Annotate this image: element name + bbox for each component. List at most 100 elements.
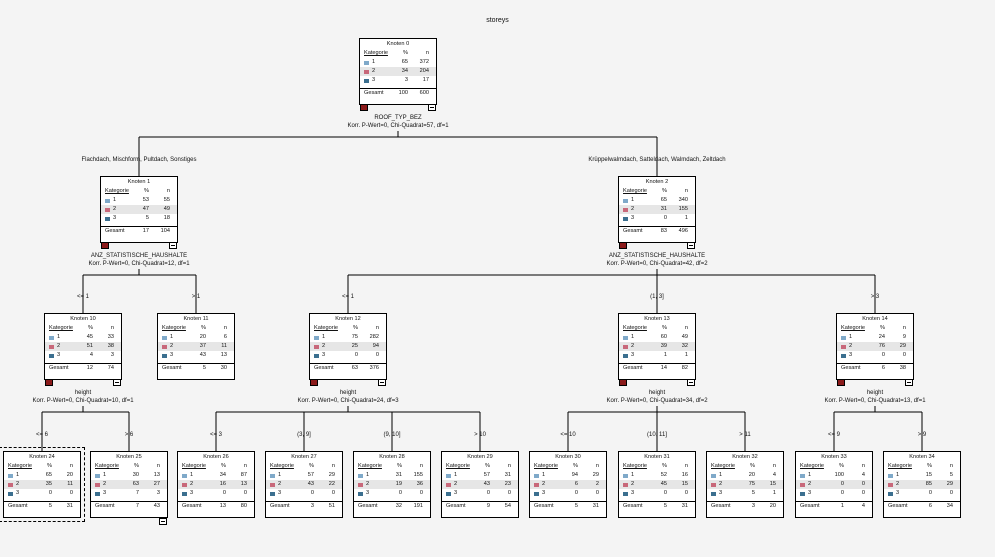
header-category: Kategorie — [619, 187, 653, 196]
collapse-toggle-icon[interactable] — [905, 379, 913, 386]
category-cell: 1 — [360, 58, 394, 67]
category-label: 2 — [849, 343, 853, 349]
category-n: 0 — [69, 490, 73, 496]
category-n: 11 — [67, 481, 73, 487]
category-n: 1 — [772, 490, 776, 496]
category-label: 2 — [896, 481, 900, 487]
category-percent: 47 — [142, 206, 149, 212]
split-statistic: Korr. P-Wert=0, Chi-Quadrat=10, df=1 — [32, 398, 134, 404]
collapse-toggle-icon[interactable] — [159, 518, 167, 525]
branch-label: (10, 11] — [647, 432, 667, 438]
header-category: Kategorie — [91, 462, 125, 471]
category-n: 1 — [684, 352, 688, 358]
total-label: Gesamt — [8, 503, 28, 509]
category-label: 3 — [631, 490, 635, 496]
total-n: 80 — [240, 503, 247, 509]
category-percent: 30 — [132, 472, 139, 478]
collapse-toggle-icon[interactable] — [687, 379, 695, 386]
collapse-toggle-icon[interactable] — [113, 379, 121, 386]
collapse-toggle-icon[interactable] — [378, 379, 386, 386]
category-label: 1 — [170, 334, 174, 340]
header-n: n — [243, 463, 247, 469]
category-cell: 2 — [310, 342, 344, 351]
node-header-row: Kategorie%n — [530, 462, 606, 471]
category-swatch — [623, 482, 628, 487]
header-category-label: Kategorie — [182, 463, 206, 469]
collapse-toggle-icon[interactable] — [428, 104, 436, 111]
split-statistic: Korr. P-Wert=0, Chi-Quadrat=34, df=2 — [606, 398, 708, 404]
header-percent: % — [662, 188, 667, 194]
category-n: 13 — [220, 352, 227, 358]
category-swatch — [8, 473, 13, 478]
category-cell: 2 — [442, 480, 476, 489]
header-percent: % — [880, 325, 885, 331]
category-label: 3 — [542, 490, 546, 496]
collapse-toggle-icon[interactable] — [169, 242, 177, 249]
category-swatch — [49, 335, 54, 340]
node-title: Knoten 2 — [645, 179, 669, 185]
total-label: Gesamt — [623, 228, 643, 234]
node-title: Knoten 10 — [70, 316, 96, 322]
header-percent: % — [309, 463, 314, 469]
category-n: 29 — [946, 481, 953, 487]
category-percent: 0 — [881, 352, 885, 358]
category-swatch — [364, 69, 369, 74]
node-title: Knoten 0 — [386, 41, 410, 47]
category-label: 2 — [103, 481, 107, 487]
category-label: 3 — [631, 352, 635, 358]
header-category: Kategorie — [619, 324, 653, 333]
node-header-row: Kategorie%n — [442, 462, 518, 471]
category-label: 3 — [113, 215, 117, 221]
node-header-row: Kategorie%n — [45, 324, 121, 333]
category-percent: 0 — [310, 490, 314, 496]
category-label: 2 — [170, 343, 174, 349]
collapse-toggle-icon[interactable] — [687, 242, 695, 249]
category-n: 2 — [595, 481, 599, 487]
header-category: Kategorie — [837, 324, 871, 333]
node-title: Knoten 31 — [644, 454, 670, 460]
header-n: n — [419, 463, 423, 469]
total-n: 4 — [861, 503, 865, 509]
category-percent: 1 — [663, 352, 667, 358]
node-color-marker — [619, 242, 627, 249]
header-category-label: Kategorie — [623, 188, 647, 194]
category-label: 1 — [808, 472, 812, 478]
category-cell: 2 — [530, 480, 564, 489]
category-swatch — [105, 198, 110, 203]
category-label: 1 — [719, 472, 723, 478]
category-percent: 65 — [401, 59, 408, 65]
branch-label: Flachdach, Mischform, Pultdach, Sonstige… — [81, 157, 197, 163]
category-percent: 75 — [351, 334, 358, 340]
category-percent: 6 — [574, 481, 578, 487]
category-cell: 1 — [619, 333, 653, 342]
